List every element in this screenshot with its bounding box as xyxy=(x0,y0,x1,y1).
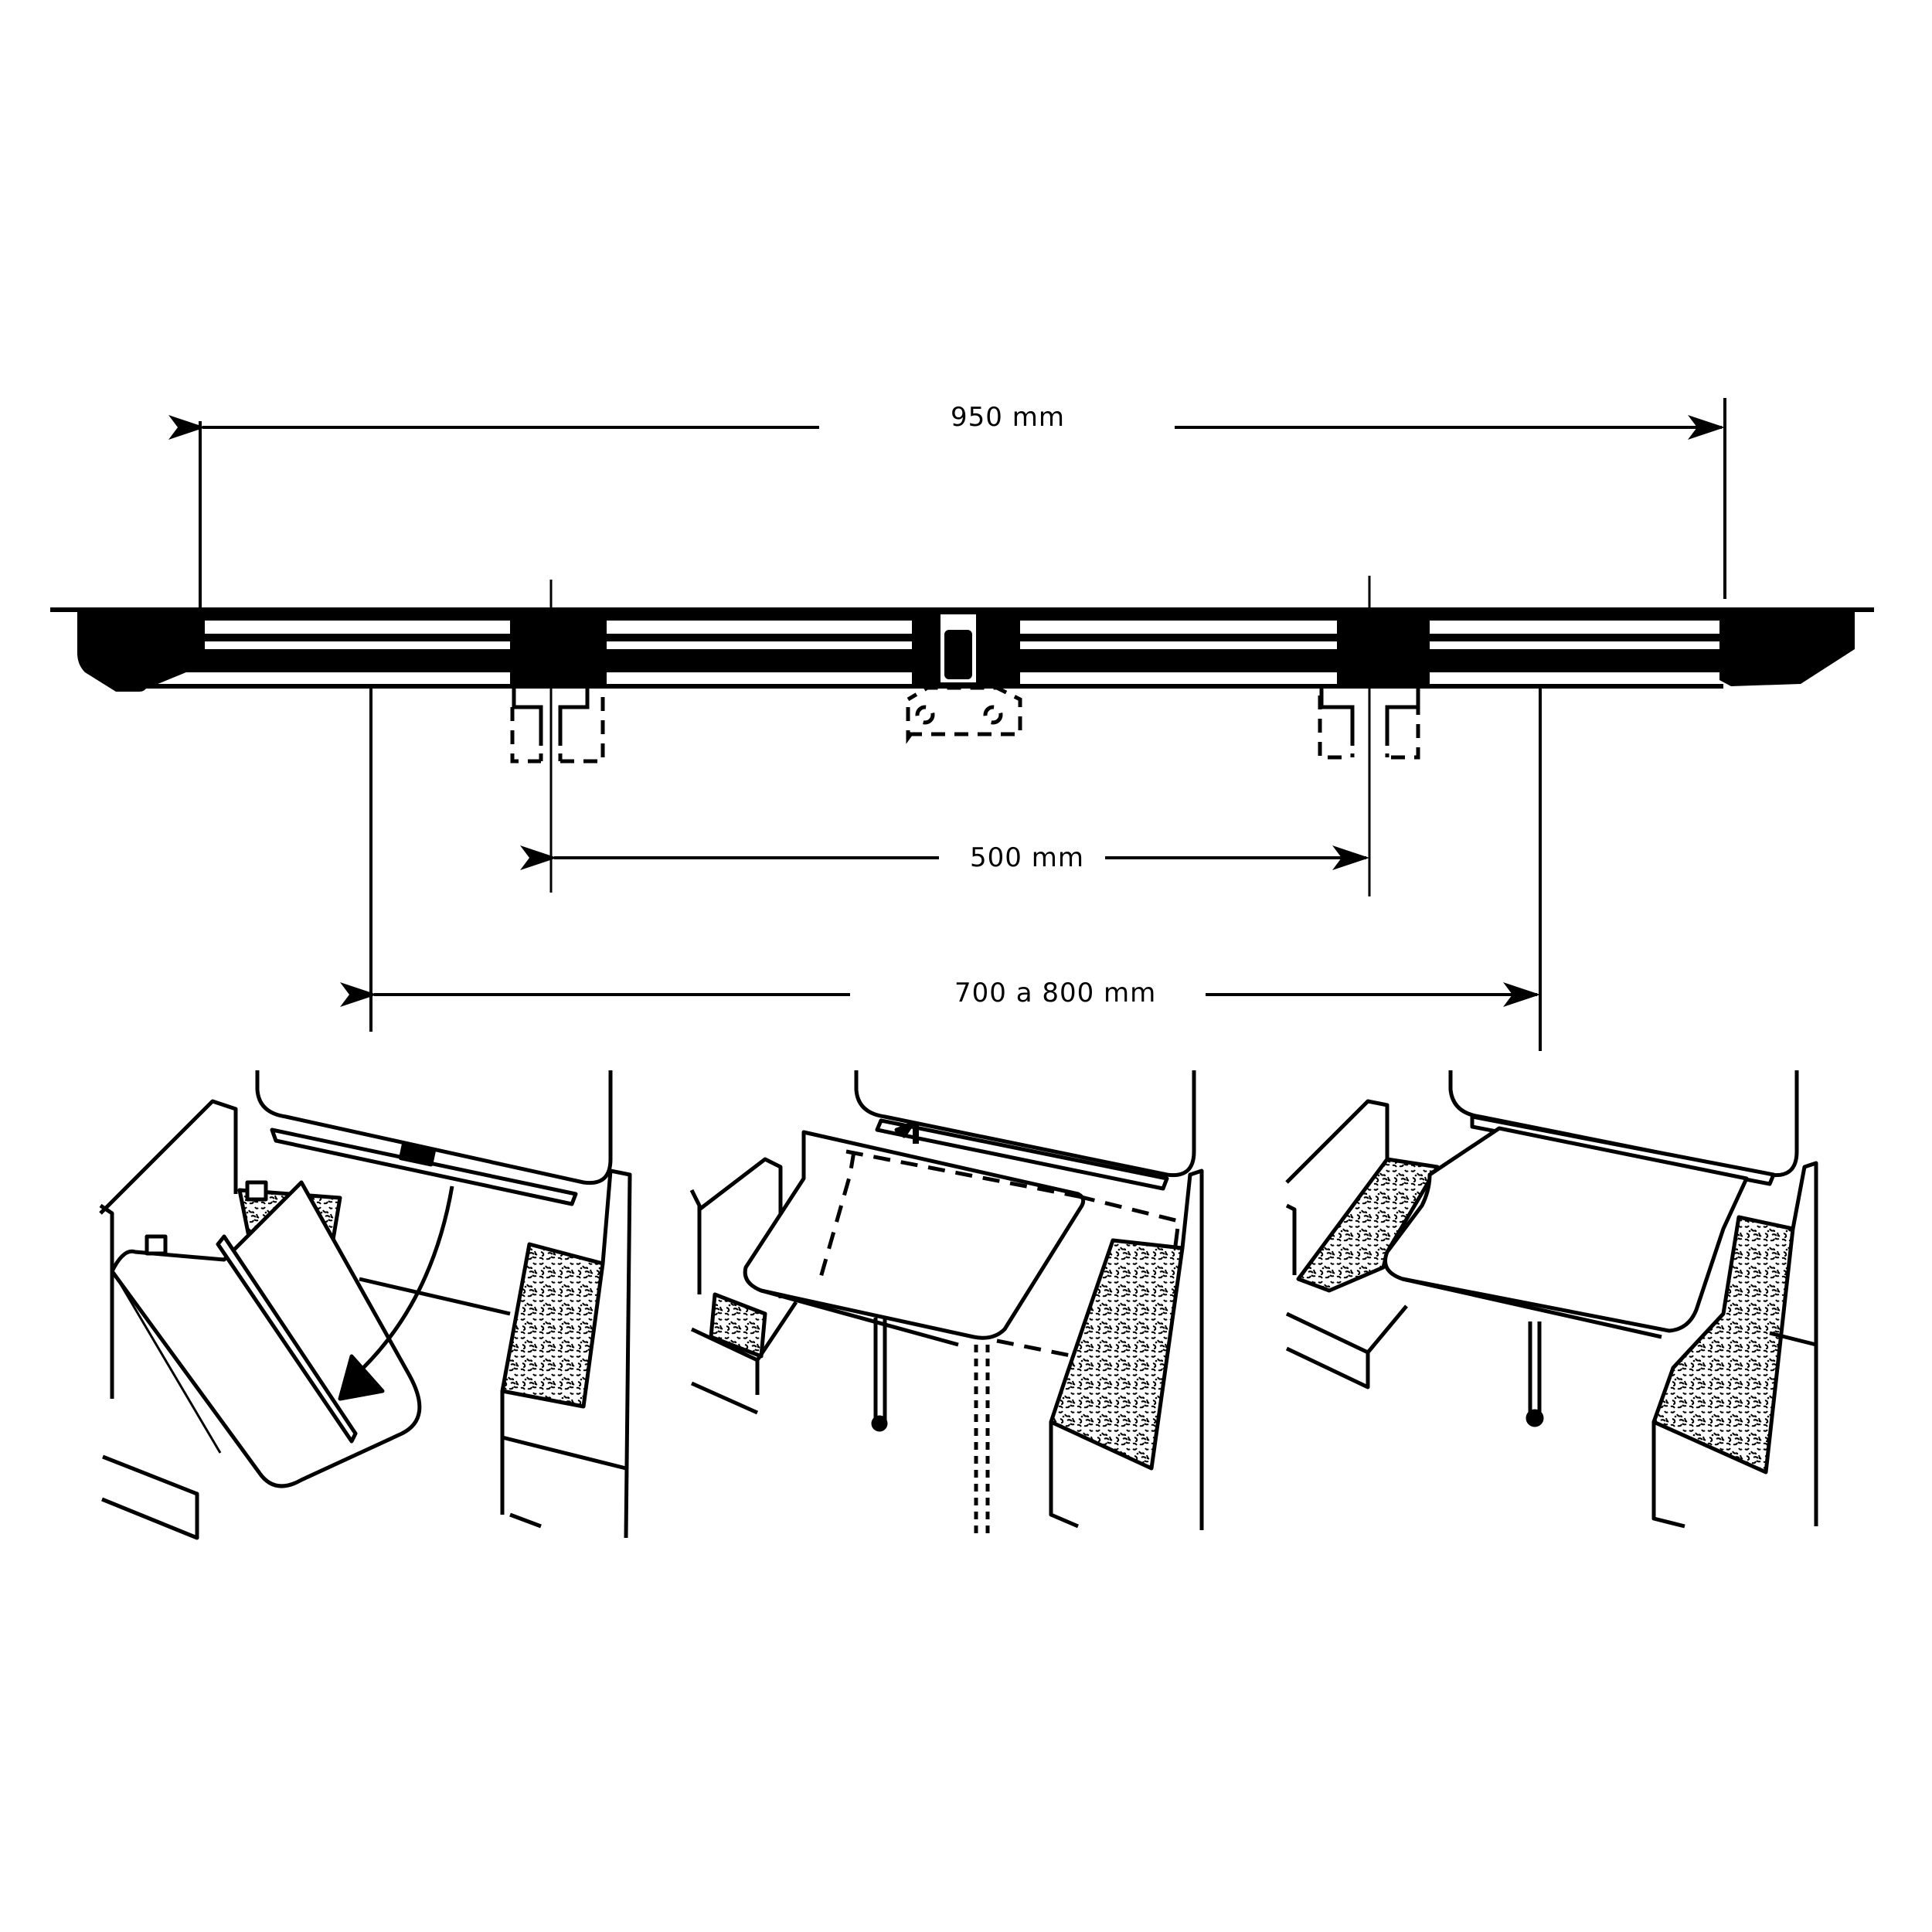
bracket-left xyxy=(510,580,605,893)
dimension-label-700-800: 700 a 800 mm xyxy=(947,978,1165,1009)
dimension-950 xyxy=(168,398,1726,611)
wall-rail-section xyxy=(50,607,1874,692)
center-latch xyxy=(906,685,1022,744)
bracket-right xyxy=(1318,576,1420,896)
dimension-label-950: 950 mm xyxy=(943,402,1073,433)
dimension-700-800 xyxy=(340,685,1542,1051)
dimension-label-500: 500 mm xyxy=(962,842,1092,873)
step-2-illustration xyxy=(689,1070,1204,1534)
step-3-illustration xyxy=(1285,1070,1818,1529)
step-1-illustration xyxy=(99,1070,632,1540)
